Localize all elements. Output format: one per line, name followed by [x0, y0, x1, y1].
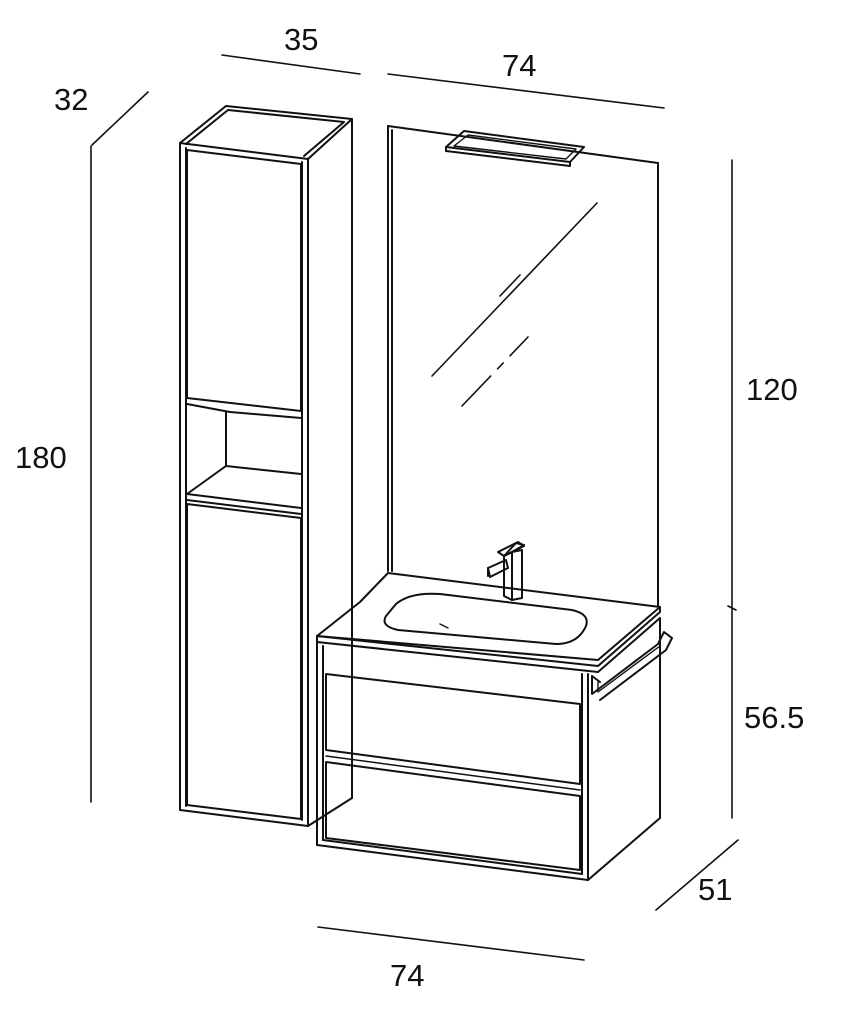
column-depth-label: 32	[54, 82, 89, 117]
column-niche-shelf-back	[225, 465, 302, 475]
towel-rail-inner	[597, 645, 661, 693]
vanity-width-label: 74	[390, 958, 425, 993]
vanity-countertop-right-bottom	[597, 617, 661, 673]
mirror-height-label: 120	[746, 372, 798, 407]
column-height-label: 180	[15, 440, 67, 475]
column-niche-shelf-side	[186, 465, 227, 495]
basin-drain	[439, 623, 449, 629]
column-upper-door	[186, 149, 302, 412]
faucet-body-front	[511, 549, 523, 601]
mirror-top-edge	[387, 125, 659, 164]
mirror-reflection-line-2	[461, 336, 529, 407]
tall-column-cabinet	[179, 105, 353, 827]
column-lower-door	[186, 503, 302, 820]
light-bar-front	[445, 146, 571, 167]
height-split-tick	[727, 605, 737, 611]
column-bottom-side-edge	[307, 797, 353, 827]
towel-rail-outer	[591, 631, 673, 701]
faucet-lever	[497, 541, 525, 557]
vanity-unit	[316, 572, 661, 881]
vanity-depth-dimension-line	[655, 839, 739, 911]
dimension-lines	[90, 54, 739, 961]
column-depth-dimension-line	[91, 91, 149, 146]
vanity-countertop	[316, 572, 661, 661]
vanity-width-dimension-line	[317, 926, 585, 961]
column-top-inner-edge	[185, 109, 345, 157]
mirror-width-dimension-line	[387, 73, 665, 109]
faucet-spout	[487, 559, 509, 578]
vanity-frame-inner-bottom	[322, 839, 583, 875]
towel-rail	[591, 631, 673, 701]
mirror-reflection-line-1	[431, 202, 598, 377]
vanity-bottom-front-edge	[316, 844, 589, 881]
column-width-dimension-line	[221, 54, 361, 75]
vanity-top-drawer	[325, 673, 581, 785]
column-niche-shelf-front	[186, 493, 302, 509]
vanity-countertop-bottom-edge	[316, 641, 599, 673]
vanity-bottom-drawer	[325, 761, 581, 871]
faucet	[487, 541, 525, 601]
light-bar-top	[445, 130, 585, 163]
column-niche-shelf-front-2	[186, 499, 302, 515]
column-bottom-front-edge	[179, 809, 309, 827]
vanity-bottom-side-edge	[587, 817, 661, 881]
vanity-basin	[383, 592, 588, 645]
mirror	[387, 125, 659, 607]
mirror-light-bar	[445, 130, 585, 167]
column-niche-back-top	[186, 403, 302, 419]
towel-rail-bracket	[591, 675, 601, 683]
vanity-depth-label: 51	[698, 872, 733, 907]
vanity-height-label: 56.5	[744, 700, 805, 735]
faucet-body-side	[503, 551, 513, 601]
light-bar-inner	[453, 134, 577, 160]
column-width-label: 35	[284, 22, 319, 57]
mirror-reflection-line-3	[499, 274, 521, 297]
vanity-top-drawer-gap	[325, 755, 581, 791]
mirror-width-label: 74	[502, 48, 537, 83]
vanity-countertop-front-edge	[316, 606, 661, 667]
